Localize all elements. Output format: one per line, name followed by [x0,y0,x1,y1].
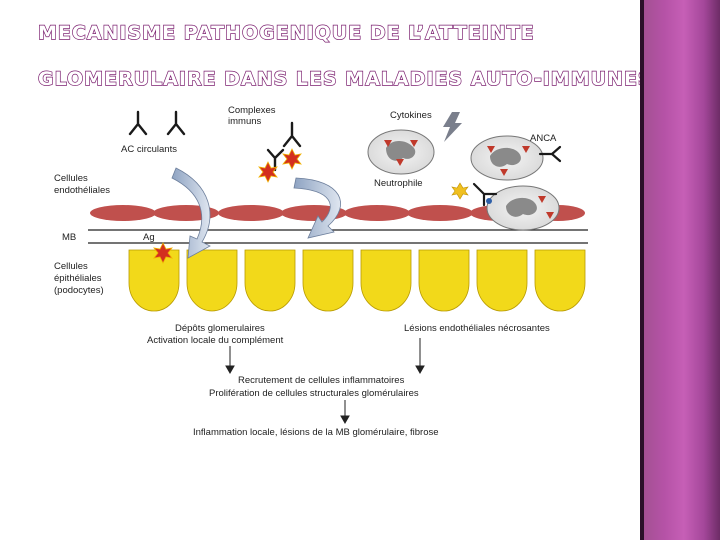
label-cytokines: Cytokines [390,110,432,121]
neutrophil-nucleus [386,141,416,161]
label-neutrophile: Neutrophile [374,178,423,189]
flow-arrow-left-head [225,365,235,375]
granule-marker [396,159,404,166]
podocyte-cell [244,249,296,312]
label-cellules-epi-2: épithéliales [54,273,102,284]
label-depots-1: Dépôts glomerulaires [175,323,265,334]
antigen-star [153,242,173,264]
label-complexes-1: Complexes [228,105,276,116]
podocyte-cell [476,249,528,312]
antibody-y [282,121,302,148]
page-title-line-2-text: GLOMERULAIRE DANS LES MALADIES AUTO-IMMU… [37,67,653,90]
podocyte-cell [186,249,238,312]
podocyte-cell [360,249,412,312]
endothelial-cell [407,205,473,221]
page-title-line-1: MECANISME PATHOGENIQUE DE L’ATTEINTE [37,21,535,44]
pathogenesis-diagram: Complexes immuns Cytokines ANCA AC circu… [54,105,588,438]
antibody-y [166,110,186,136]
circulating-antibodies [128,110,302,172]
label-recrutement-2: Prolifération de cellules structurales g… [209,388,419,399]
label-mb: MB [62,232,76,243]
endothelial-cell [90,205,156,221]
curved-arrow-left [171,167,211,259]
podocyte-cells [128,249,586,312]
label-ac-circulants: AC circulants [121,144,177,155]
neutrophil-nucleus [506,197,537,217]
antigen-star [258,161,278,183]
podocyte-cell [534,249,586,312]
label-inflammation: Inflammation locale, lésions de la MB gl… [193,427,439,438]
flow-arrow-right-head [415,365,425,375]
cytokine-lightning-icon [443,112,462,142]
anca-binding-dot [486,198,492,204]
flow-arrow-bottom-head [340,415,350,425]
podocyte-cell [302,249,354,312]
antigen-star [282,148,302,170]
immune-complex-antigens [153,148,302,264]
curved-arrow-middle [293,177,341,239]
podocyte-cell [418,249,470,312]
label-cellules-endo-2: endothéliales [54,185,110,196]
granule-marker [522,146,530,153]
anca-antibodies [472,145,562,207]
side-panel-edge [640,0,644,540]
granule-marker [384,140,392,147]
endothelial-cell [218,205,284,221]
antibody-y [128,110,148,136]
granule-marker [410,140,418,147]
granule-marker [538,196,546,203]
label-lesions: Lésions endothéliales nécrosantes [404,323,550,334]
neutrophil-cells [367,129,560,231]
decorative-side-panel [640,0,720,540]
label-depots-2: Activation locale du complément [147,335,284,346]
label-ag: Ag [143,232,155,243]
label-cellules-epi-3: (podocytes) [54,285,104,296]
label-cellules-endo-1: Cellules [54,173,88,184]
anca-y [472,182,498,207]
neutrophil-nucleus [490,147,521,167]
flow-arrows [225,338,425,425]
granule-marker [500,169,508,176]
cytokine-burst-icon [451,182,469,200]
anca-y [538,145,562,163]
endothelial-cell [344,205,410,221]
podocyte-cell [128,249,180,312]
label-recrutement-1: Recrutement de cellules inflammatoires [238,375,405,386]
label-complexes-2: immuns [228,116,262,127]
granule-marker [487,146,495,153]
label-anca: ANCA [530,133,557,144]
granule-marker [546,212,554,219]
label-cellules-epi-1: Cellules [54,261,88,272]
